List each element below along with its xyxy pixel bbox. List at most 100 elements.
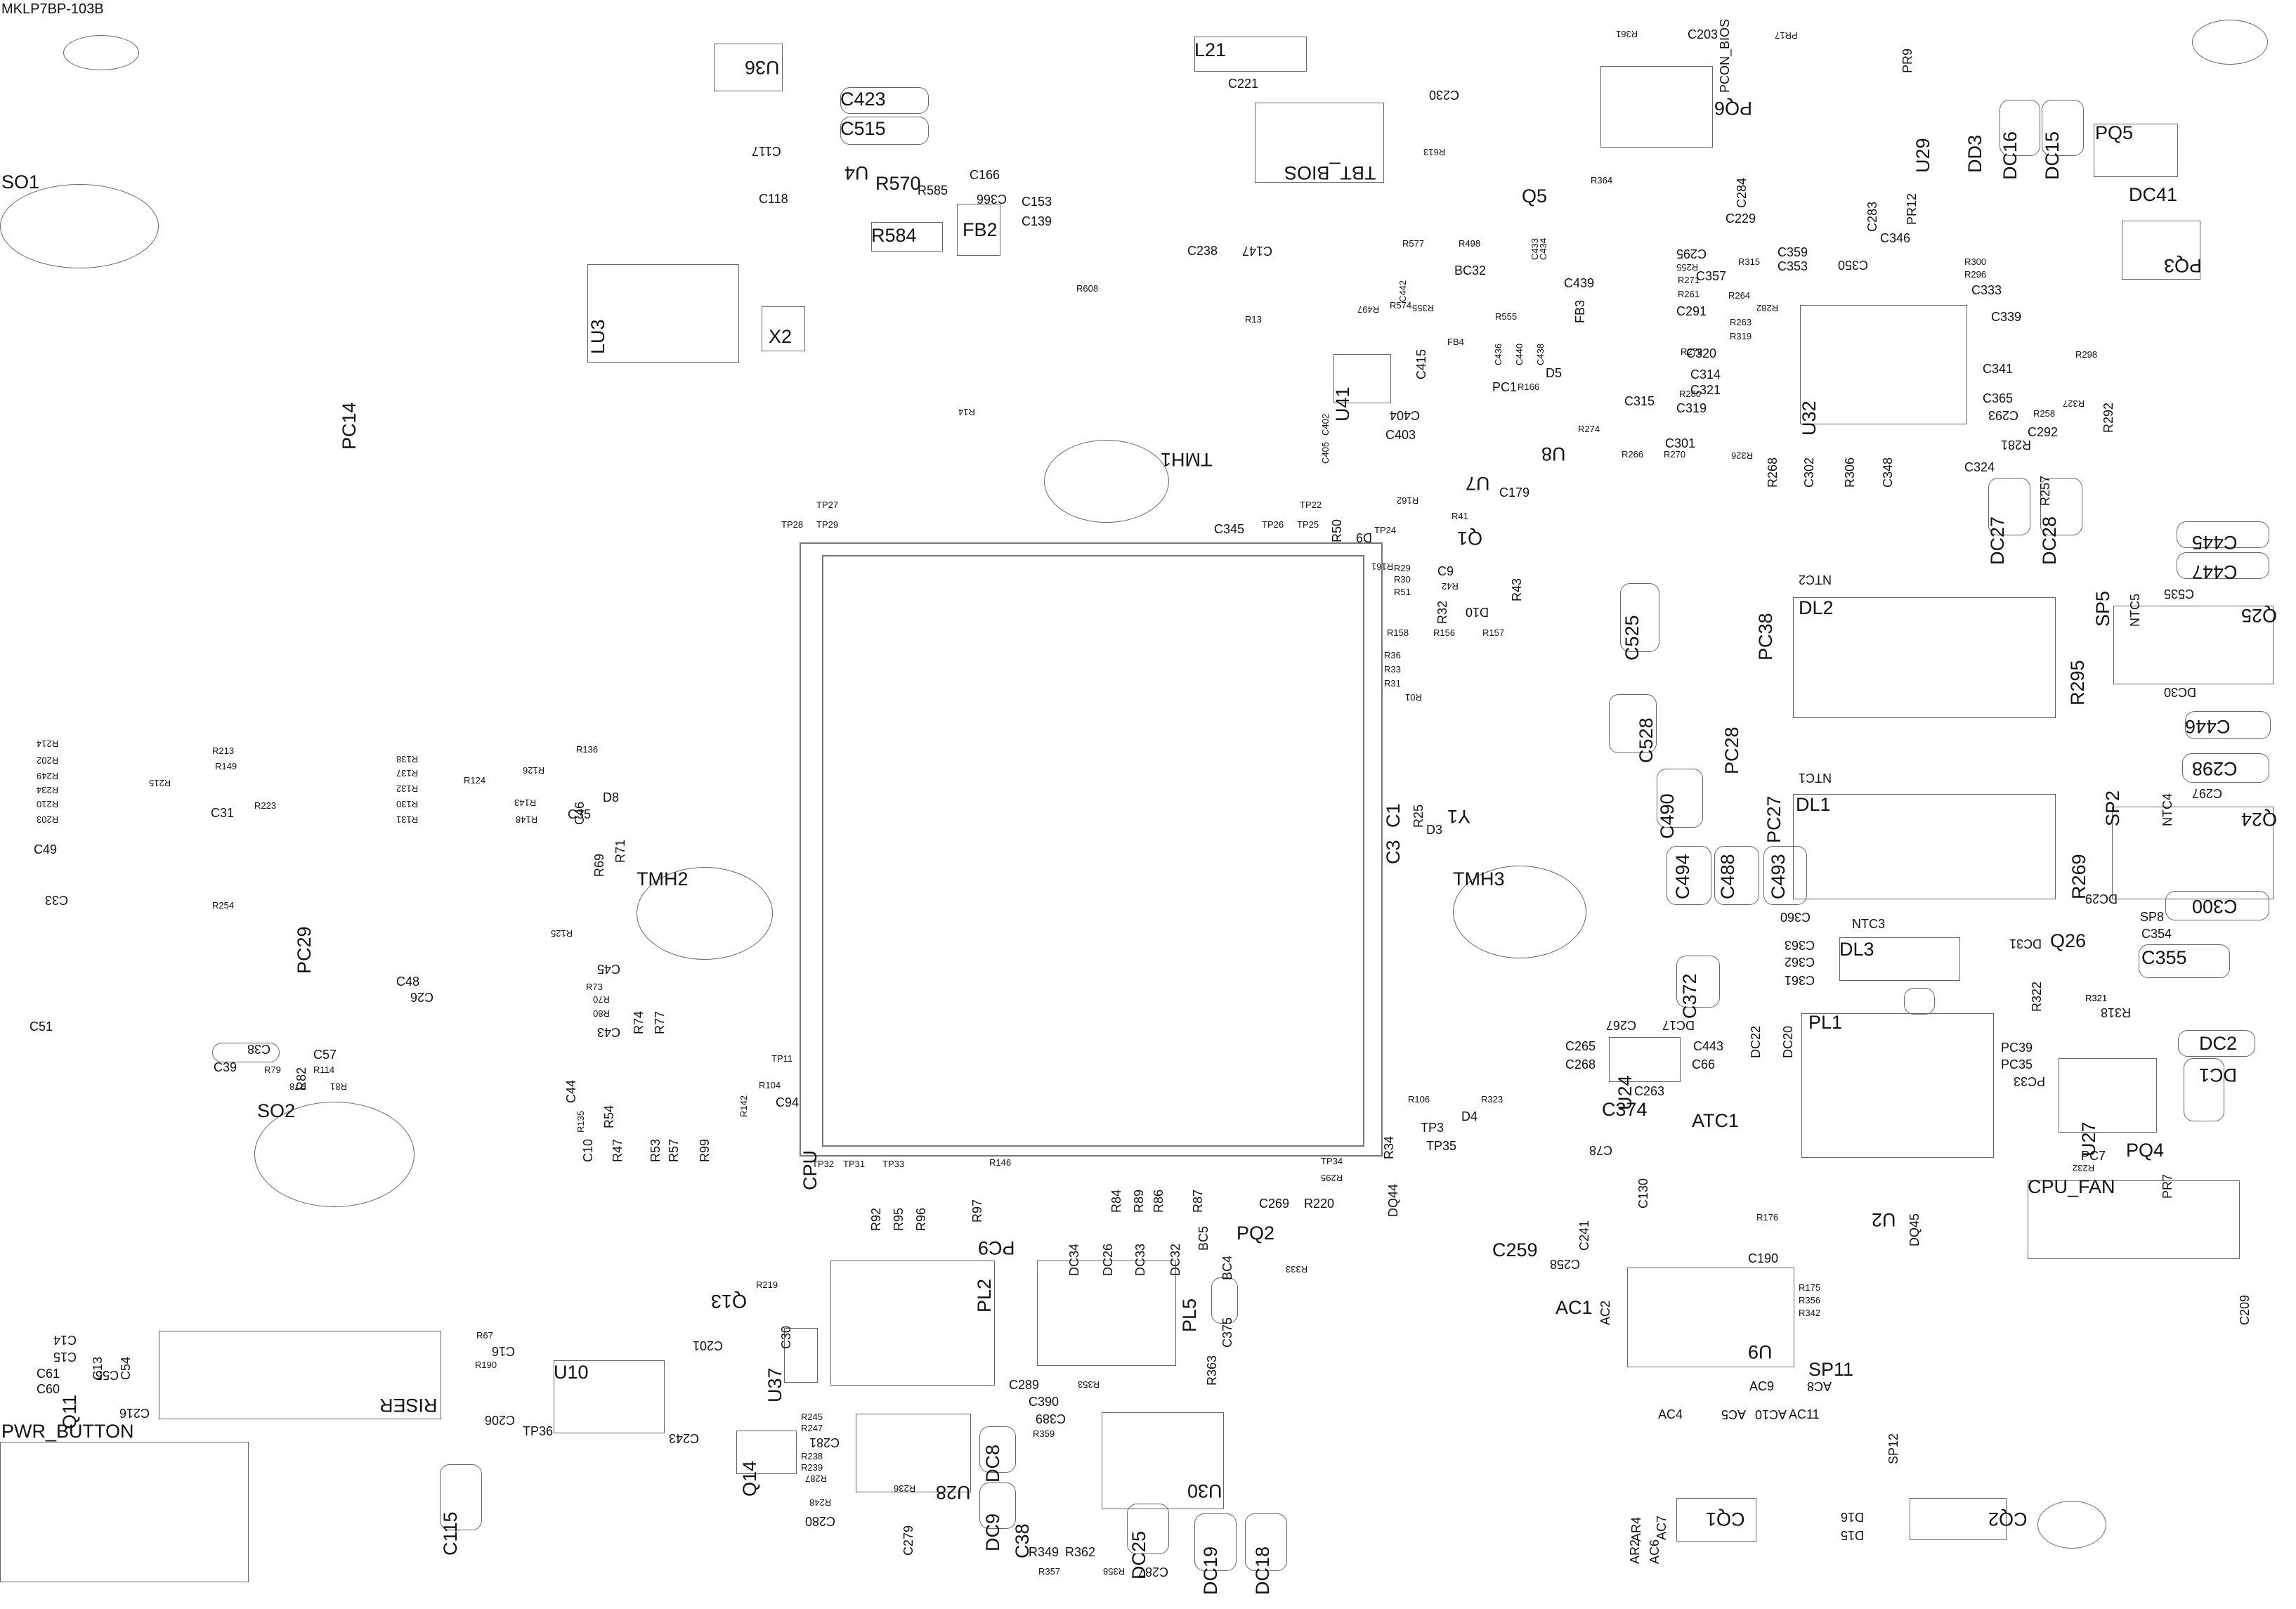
component-label-c366: C366 — [977, 192, 1007, 206]
component-label-r327: R327 — [2063, 398, 2085, 409]
component-label-tp11: TP11 — [771, 1053, 793, 1064]
component-label-u10: U10 — [554, 1362, 589, 1383]
cpu-fan-outline — [2028, 1180, 2240, 1259]
component-label-c229: C229 — [1726, 211, 1756, 226]
component-label-c423: C423 — [840, 89, 886, 110]
component-label-c490: C490 — [1657, 793, 1678, 839]
component-label-r357: R357 — [1038, 1566, 1061, 1577]
component-label-c60: C60 — [37, 1382, 60, 1396]
component-label-tp27: TP27 — [816, 500, 839, 510]
dc19-outline — [1194, 1513, 1237, 1571]
component-label-r158: R158 — [1387, 627, 1409, 638]
c488-outline — [1714, 846, 1759, 905]
component-label-c9: C9 — [1437, 564, 1454, 578]
component-label-ntc5: NTC5 — [2128, 593, 2142, 627]
dc1-outline — [2184, 1058, 2224, 1121]
component-label-r219: R219 — [756, 1279, 778, 1290]
component-label-r41: R41 — [1452, 511, 1468, 521]
component-label-r132: R132 — [396, 783, 419, 794]
component-label-dc33: DC33 — [1133, 1243, 1147, 1276]
component-label-dl1: DL1 — [1796, 794, 1831, 815]
component-label-d8: D8 — [603, 790, 620, 805]
component-label-pq2: PQ2 — [1237, 1223, 1275, 1244]
component-label-r79: R79 — [264, 1064, 281, 1075]
c355-outline — [2139, 944, 2230, 978]
component-label-c139: C139 — [1022, 214, 1052, 228]
component-label-c315: C315 — [1624, 394, 1655, 408]
component-label-r95: R95 — [892, 1207, 906, 1231]
component-label-pq6: PQ6 — [1714, 98, 1753, 119]
component-label-q26: Q26 — [2050, 930, 2087, 951]
component-label-q13: Q13 — [711, 1291, 748, 1312]
component-label-pc7: PC7 — [2081, 1149, 2106, 1163]
component-label-r245: R245 — [801, 1412, 823, 1422]
component-label-r319: R319 — [1730, 331, 1752, 341]
dl2-outline — [1793, 597, 2056, 718]
component-label-r321: R321 — [2085, 993, 2108, 1003]
component-label-r135: R135 — [575, 1110, 586, 1133]
component-label-c360: C360 — [1780, 910, 1811, 924]
component-label-tp22: TP22 — [1300, 500, 1322, 510]
component-label-c341: C341 — [1983, 362, 2014, 376]
pq3-outline — [2122, 221, 2200, 280]
component-label-c403: C403 — [1385, 428, 1416, 442]
component-label-r77: R77 — [653, 1010, 667, 1034]
component-label-c415: C415 — [1414, 348, 1428, 379]
component-label-bc4: BC4 — [1220, 1255, 1234, 1280]
component-label-r271: R271 — [1678, 275, 1700, 285]
component-label-l21: L21 — [1194, 39, 1227, 60]
component-label-tp28: TP28 — [781, 519, 804, 530]
component-label-r574: R574 — [1390, 300, 1412, 311]
component-label-c263: C263 — [1634, 1084, 1665, 1098]
component-label-r333: R333 — [1286, 1264, 1308, 1275]
component-label-c33: C33 — [45, 893, 69, 907]
component-label-d4: D4 — [1461, 1109, 1478, 1123]
component-label-r34: R34 — [1382, 1135, 1396, 1159]
component-label-c302: C302 — [1802, 457, 1816, 488]
component-label-r232: R232 — [2073, 1163, 2095, 1173]
component-label-r148: R148 — [516, 814, 538, 825]
component-label-c117: C117 — [752, 144, 781, 158]
component-label-r270: R270 — [1664, 449, 1686, 460]
component-label-sp5: SP5 — [2092, 590, 2113, 627]
component-label-d10: D10 — [1466, 605, 1489, 619]
component-label-c259: C259 — [1492, 1239, 1538, 1261]
component-label-u4: U4 — [844, 162, 869, 183]
component-label-c26: C26 — [410, 990, 434, 1004]
component-label-r96: R96 — [914, 1207, 928, 1231]
component-label-c446: C446 — [2185, 716, 2231, 737]
component-label-r249: R249 — [37, 771, 59, 781]
component-label-c363: C363 — [1785, 938, 1815, 952]
tbt-bios-outline — [1255, 103, 1384, 183]
component-label-r342: R342 — [1799, 1308, 1821, 1318]
component-label-r80: R80 — [593, 1008, 610, 1019]
component-label-c147: C147 — [1242, 244, 1273, 258]
component-label-r126: R126 — [523, 765, 545, 776]
component-label-tmh2: TMH2 — [637, 868, 689, 890]
component-label-dl2: DL2 — [1799, 597, 1834, 618]
component-label-tp25: TP25 — [1297, 519, 1319, 530]
component-label-q11: Q11 — [59, 1394, 80, 1429]
component-label-c267: C267 — [1606, 1018, 1637, 1032]
u36-outline — [714, 44, 783, 91]
component-label-r47: R47 — [611, 1138, 625, 1162]
component-label-r295: R295 — [1321, 1173, 1343, 1183]
component-label-r279: R279 — [1681, 346, 1703, 357]
component-label-tmh1: TMH1 — [1161, 449, 1213, 470]
component-label-c440: C440 — [1514, 343, 1525, 365]
component-label-pq4: PQ4 — [2126, 1140, 2165, 1161]
component-label-c39: C39 — [214, 1060, 237, 1074]
component-label-r84: R84 — [1109, 1189, 1123, 1213]
component-label-c525: C525 — [1622, 615, 1643, 660]
component-label-u32: U32 — [1799, 400, 1820, 436]
component-label-r51: R51 — [1394, 587, 1411, 597]
component-label-r584: R584 — [871, 225, 917, 246]
component-label-r356: R356 — [1799, 1295, 1821, 1305]
component-label-c48: C48 — [396, 975, 420, 989]
tmh1-outline — [1044, 440, 1169, 523]
component-label-r298: R298 — [2075, 349, 2098, 360]
component-label-dc32: DC32 — [1168, 1243, 1182, 1276]
component-label-r106: R106 — [1408, 1094, 1430, 1105]
component-label-c362: C362 — [1785, 955, 1815, 969]
component-label-r236: R236 — [894, 1483, 916, 1494]
